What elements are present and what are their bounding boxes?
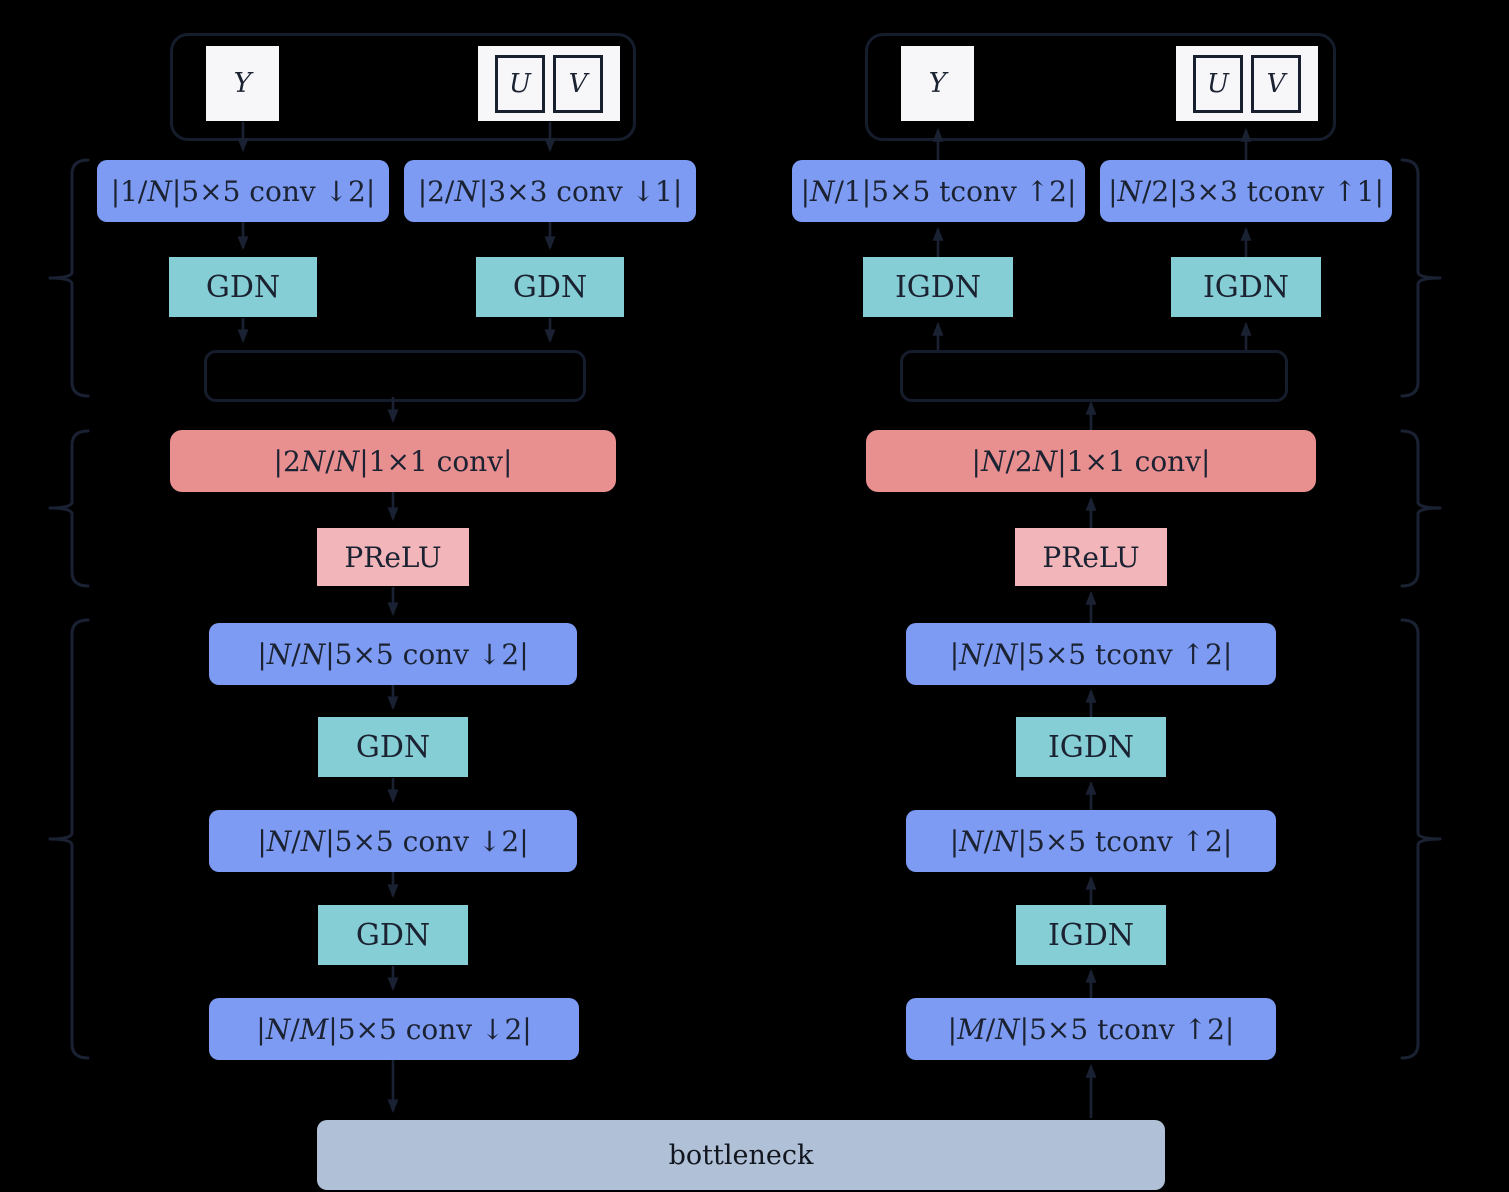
decoder-uv-plane: U V: [1176, 46, 1318, 121]
decoder-v-cell: V: [1251, 54, 1301, 113]
decoder-igdn1: IGDN: [1016, 717, 1166, 777]
encoder-y-plane: Y: [206, 46, 279, 121]
encoder-conv2-layer: |N/N|5×5 conv ↓2|: [209, 810, 577, 872]
decoder-split-node: [900, 350, 1288, 402]
decoder-igdn-y: IGDN: [863, 257, 1013, 317]
decoder-tconv-in-layer: |M/N|5×5 tconv ↑2|: [906, 998, 1276, 1060]
decoder-u-cell: U: [1193, 54, 1243, 113]
encoder-conv-out-layer: |N/M|5×5 conv ↓2|: [209, 998, 579, 1060]
bottleneck-box: bottleneck: [317, 1120, 1165, 1190]
decoder-tconv-uv-layer: |N/2|3×3 tconv ↑1|: [1100, 160, 1392, 222]
decoder-tconv1-layer: |N/N|5×5 tconv ↑2|: [906, 623, 1276, 685]
decoder-igdn2: IGDN: [1016, 905, 1166, 965]
encoder-input-container: [170, 33, 636, 141]
decoder-y-plane: Y: [901, 46, 974, 121]
group-bracket: [1400, 158, 1442, 398]
encoder-gdn2: GDN: [318, 905, 468, 965]
encoder-conv-uv-layer: |2/N|3×3 conv ↓1|: [404, 160, 696, 222]
decoder-tconv-y-layer: |N/1|5×5 tconv ↑2|: [792, 160, 1085, 222]
encoder-v-cell: V: [553, 54, 603, 113]
encoder-gdn1: GDN: [318, 717, 468, 777]
encoder-concat-node: [204, 350, 586, 402]
encoder-conv-y-layer: |1/N|5×5 conv ↓2|: [97, 160, 389, 222]
group-bracket: [1400, 618, 1442, 1060]
flow-arrows: [237, 122, 1252, 1118]
decoder-tconv2-layer: |N/N|5×5 tconv ↑2|: [906, 810, 1276, 872]
encoder-gdn-uv: GDN: [476, 257, 624, 317]
encoder-u-cell: U: [495, 54, 545, 113]
decoder-prelu: PReLU: [1015, 528, 1167, 586]
encoder-prelu: PReLU: [317, 528, 469, 586]
group-bracket: [48, 158, 90, 398]
encoder-conv1-layer: |N/N|5×5 conv ↓2|: [209, 623, 577, 685]
decoder-output-container: [865, 33, 1336, 141]
encoder-uv-plane: U V: [478, 46, 620, 121]
encoder-gdn-y: GDN: [169, 257, 317, 317]
group-bracket: [1400, 429, 1442, 588]
decoder-igdn-uv: IGDN: [1171, 257, 1321, 317]
group-bracket: [48, 618, 90, 1060]
group-bracket: [48, 429, 90, 588]
